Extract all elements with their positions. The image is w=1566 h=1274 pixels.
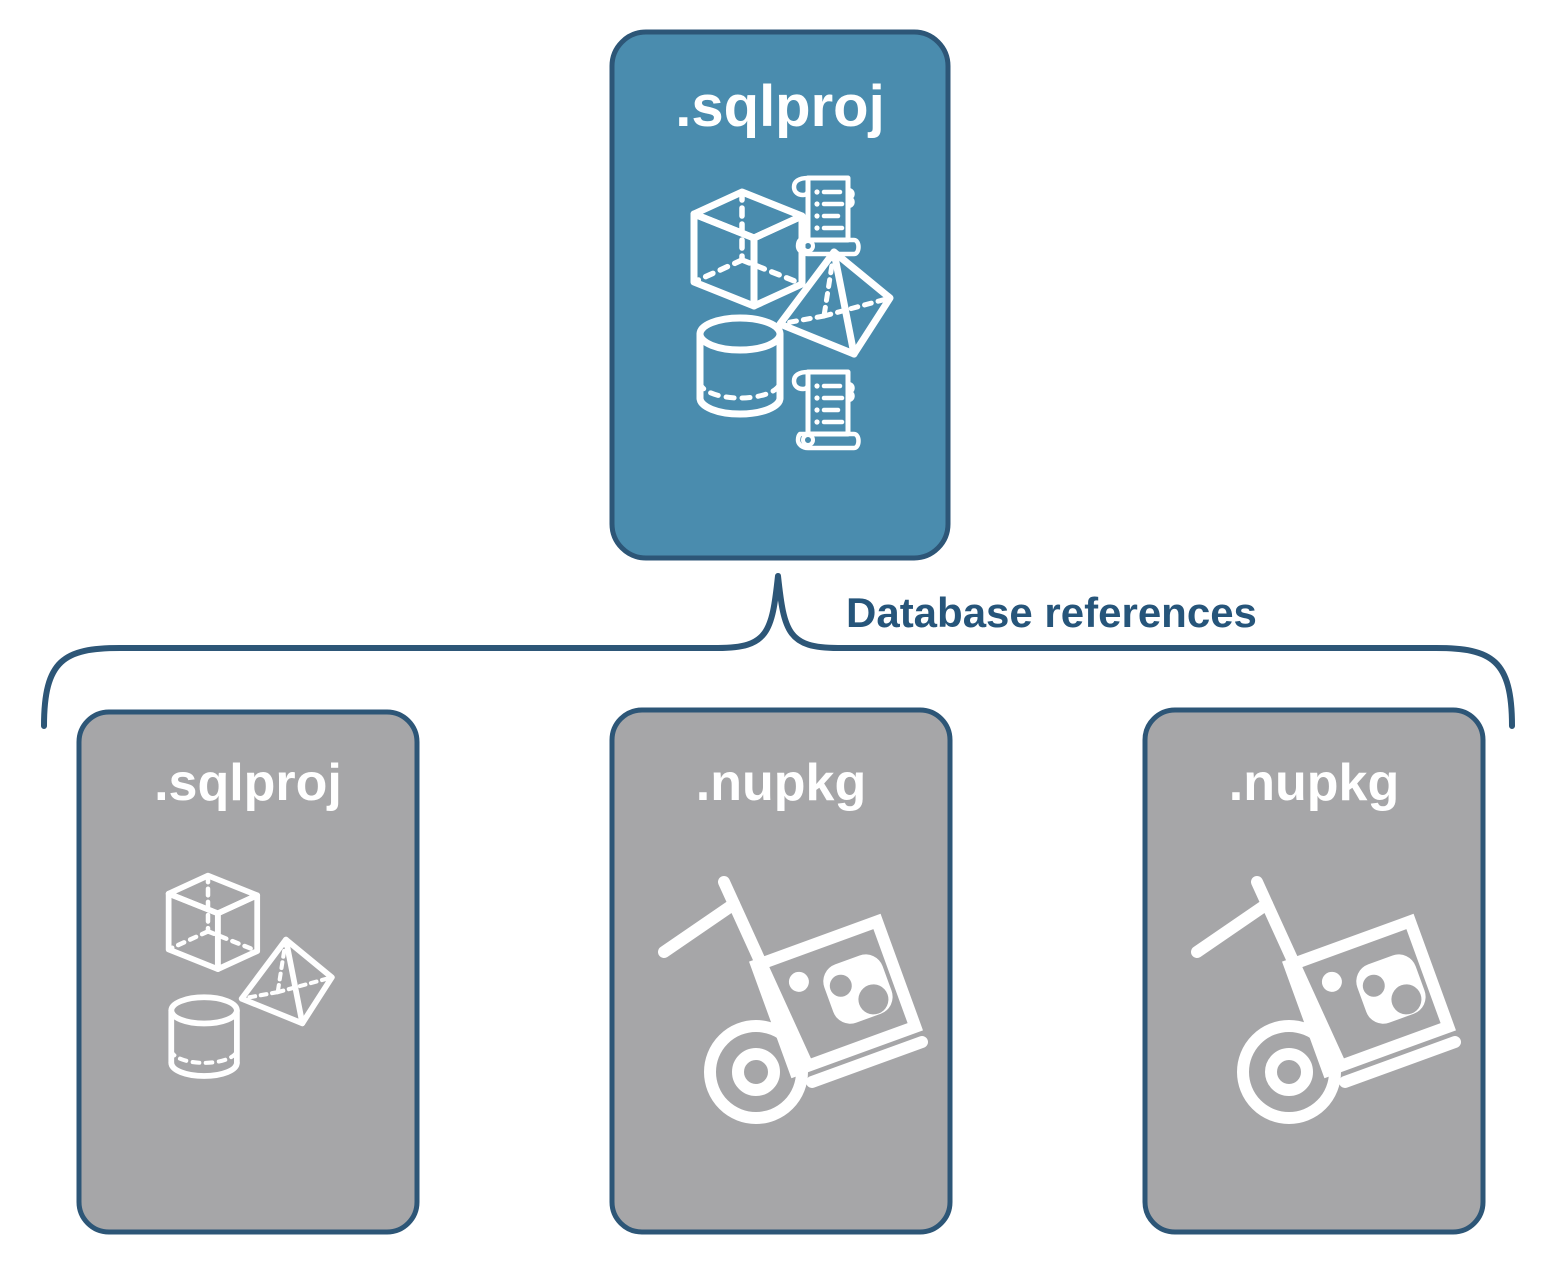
reference-card-2-surface[interactable]	[609, 707, 953, 1235]
reference-card-1-label: .sqlproj	[154, 754, 342, 812]
root-card-label: .sqlproj	[675, 74, 884, 139]
reference-card-3[interactable]: .nupkg	[1142, 707, 1486, 1235]
reference-card-3-surface[interactable]	[1142, 707, 1486, 1235]
reference-card-1-surface[interactable]	[76, 709, 420, 1235]
reference-card-1[interactable]: .sqlproj	[76, 709, 420, 1235]
reference-card-3-label: .nupkg	[1229, 754, 1399, 812]
brace-path	[41, 573, 1515, 729]
root-card[interactable]: .sqlproj	[609, 29, 951, 561]
reference-card-2-label: .nupkg	[696, 754, 866, 812]
reference-card-2[interactable]: .nupkg	[609, 707, 953, 1235]
database-references-connector	[41, 573, 1515, 729]
connector-label: Database references	[846, 589, 1257, 636]
